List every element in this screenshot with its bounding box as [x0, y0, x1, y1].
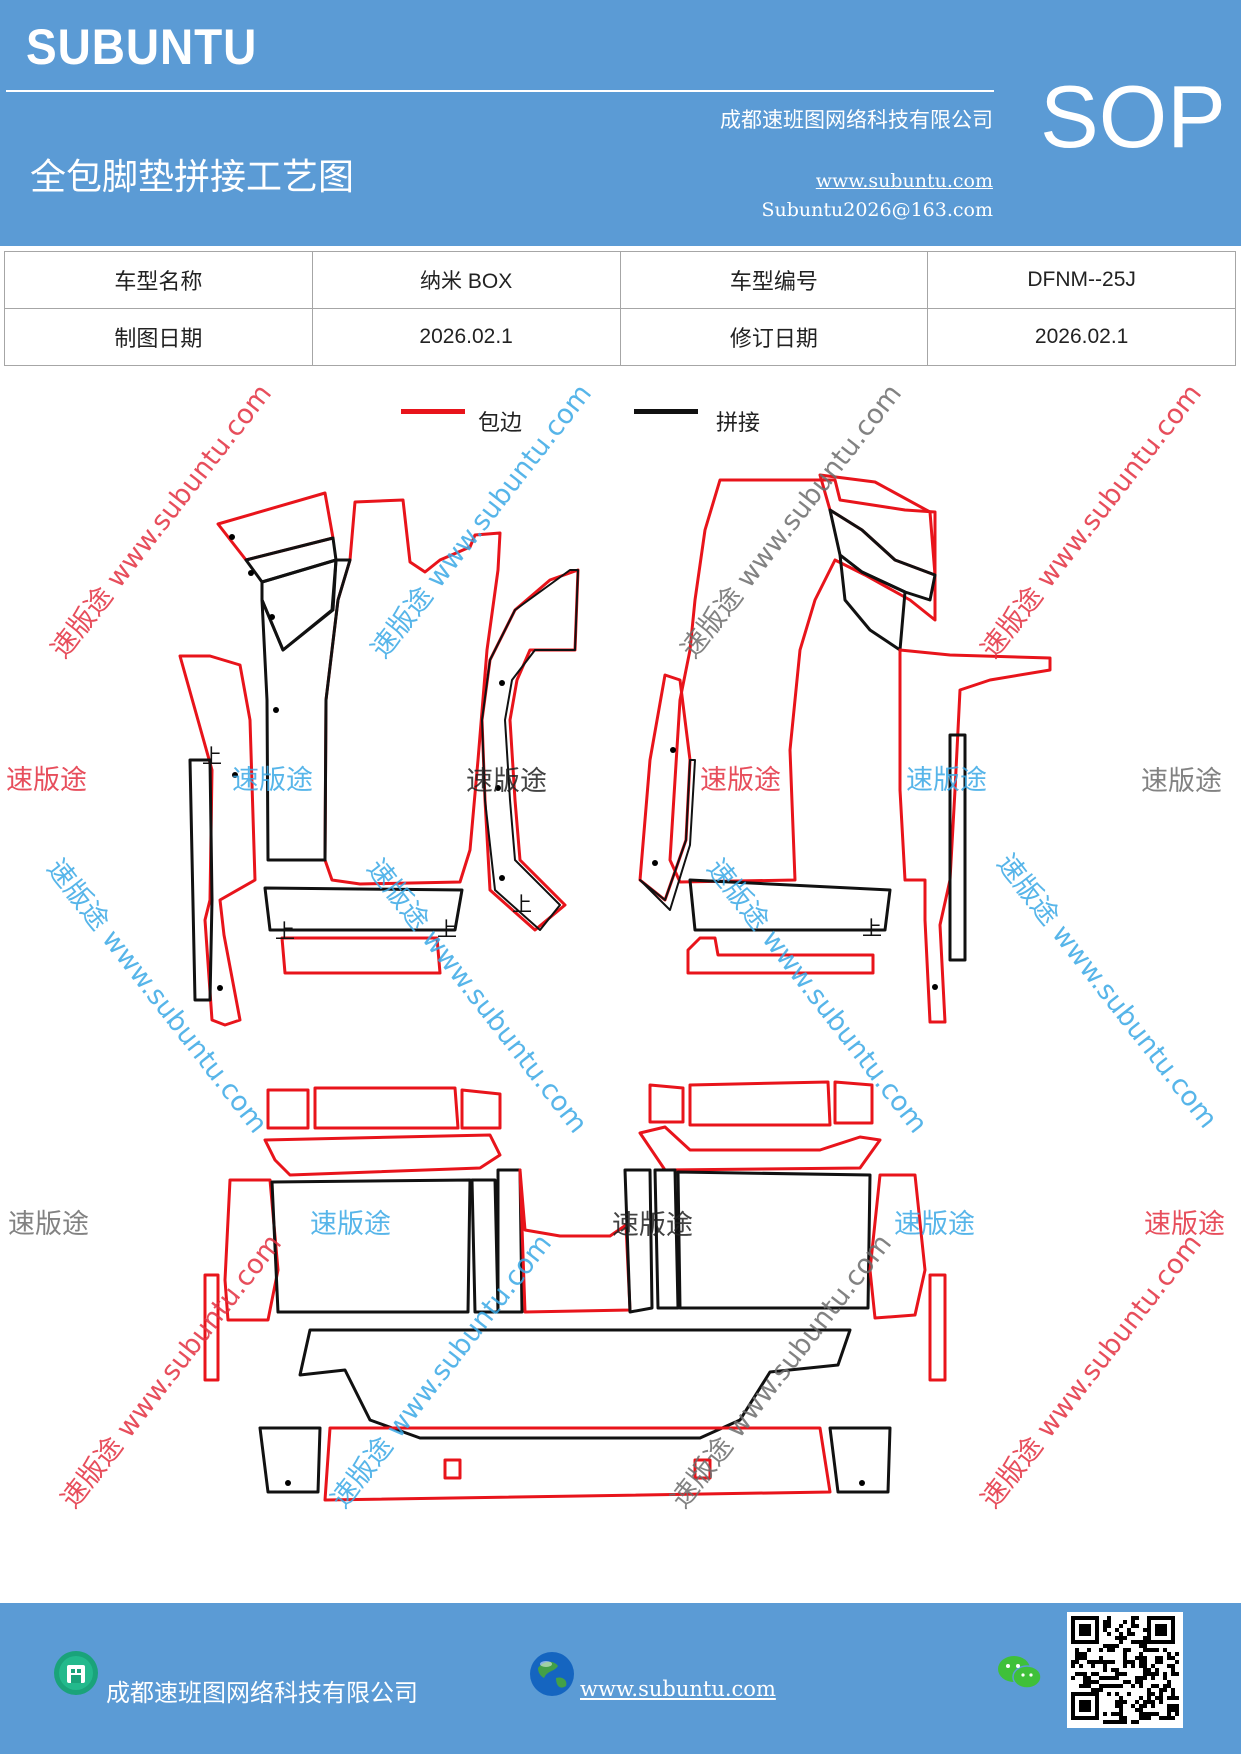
company-icon [54, 1651, 98, 1695]
fixing-holes [217, 534, 938, 1486]
footer-website-link[interactable]: www.subuntu.com [580, 1677, 776, 1701]
header-website-link[interactable]: www.subuntu.com [815, 170, 993, 192]
watermark-text: 速版途 [8, 1209, 89, 1240]
value-model-name: 纳米 BOX [311, 251, 621, 309]
wechat-icon [998, 1656, 1042, 1689]
legend-seam-swatch [634, 409, 698, 414]
table-row: 制图日期 2026.02.1 修订日期 2026.02.1 [4, 308, 1236, 366]
value-draw-date: 2026.02.1 [311, 308, 621, 366]
direction-mark: 上 [202, 744, 222, 768]
direction-mark: 上 [275, 919, 295, 943]
header-divider [6, 90, 994, 92]
sop-label: SOP [1040, 67, 1226, 166]
value-revision-date: 2026.02.1 [927, 308, 1236, 366]
label-draw-date: 制图日期 [4, 308, 313, 366]
legend-edge-swatch [401, 409, 465, 414]
qr-code [1067, 1612, 1183, 1728]
globe-icon [530, 1652, 574, 1696]
watermark-text: 速版途 [1144, 1209, 1225, 1240]
table-row: 车型名称 纳米 BOX 车型编号 DFNM--25J [4, 251, 1236, 309]
direction-mark: 上 [437, 917, 457, 941]
label-model-code: 车型编号 [619, 251, 929, 309]
info-table: 车型名称 纳米 BOX 车型编号 DFNM--25J 制图日期 2026.02.… [4, 251, 1236, 366]
value-model-code: DFNM--25J [927, 251, 1236, 309]
watermark-text: 速版途 [6, 765, 87, 796]
watermark-text: 速版途 [906, 765, 987, 796]
header-company: 成都速班图网络科技有限公司 [720, 108, 993, 132]
left-front-group [178, 491, 580, 1027]
qr-code-icon [1071, 1616, 1179, 1724]
watermark-text: 速版途 [700, 765, 781, 796]
direction-mark: 上 [862, 916, 882, 940]
footer-company: 成都速班图网络科技有限公司 [106, 1679, 418, 1707]
header-email: Subuntu2026@163.com [761, 199, 993, 221]
label-model-name: 车型名称 [4, 251, 313, 309]
legend-edge-label: 包边 [478, 411, 523, 436]
right-front-group [638, 473, 1052, 1024]
legend-seam-label: 拼接 [716, 411, 761, 436]
footer-banner [0, 1603, 1241, 1754]
page-title: 全包脚垫拼接工艺图 [30, 157, 355, 198]
rear-group [203, 1080, 947, 1502]
header-banner: SUBUNTU 成都速班图网络科技有限公司 SOP 全包脚垫拼接工艺图 www.… [0, 0, 1241, 246]
watermark-text: 速版途 [1141, 766, 1222, 797]
watermark-text: 速版途 [232, 765, 313, 796]
direction-mark: 上 [512, 892, 532, 916]
watermark-text: 速版途 [894, 1209, 975, 1240]
watermark-text: 速版途 [612, 1210, 693, 1241]
label-revision-date: 修订日期 [619, 308, 929, 366]
brand-logo: SUBUNTU [26, 19, 258, 75]
watermark-text: 速版途 [466, 766, 547, 797]
watermark-text: 速版途 [310, 1209, 391, 1240]
